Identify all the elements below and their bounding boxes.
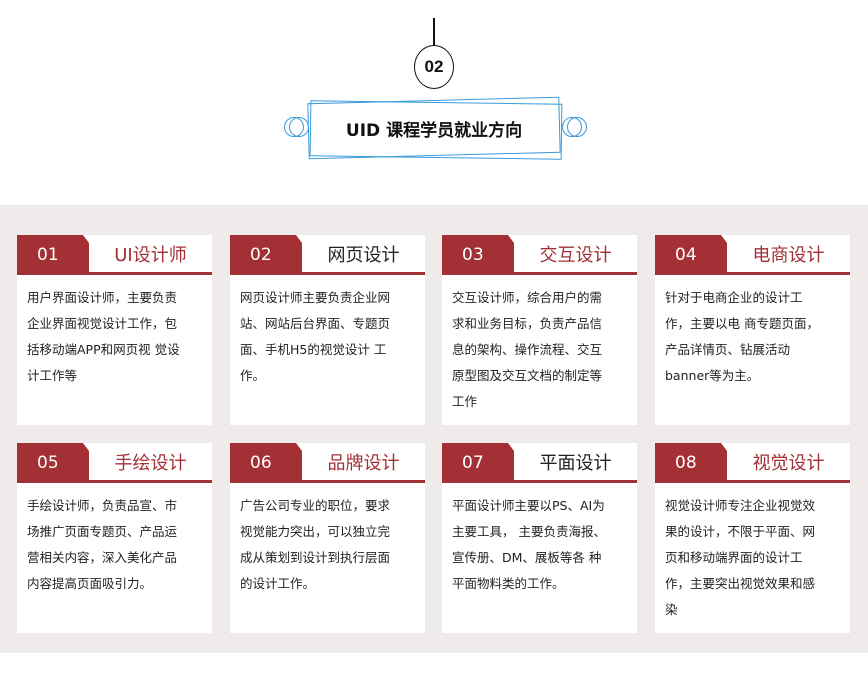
description-line: 企业界面视觉设计工作，包 xyxy=(27,316,178,331)
career-card: 06 品牌设计广告公司专业的职位，要求视觉能力突出，可以独立完成从策划到设计到执行… xyxy=(230,443,425,633)
card-header: 05 手绘设计 xyxy=(17,443,212,483)
section-number: 02 xyxy=(414,45,454,89)
description-line: 平面设计师主要以PS、AI为 xyxy=(452,498,605,513)
description-line: 面、手机H5的视觉设计 工 xyxy=(240,342,387,357)
description-line: 站、网站后台界面、专题页 xyxy=(240,316,391,331)
description-line: 染 xyxy=(665,602,678,617)
description-line: 工作 xyxy=(452,394,478,409)
description-line: 括移动端APP和网页视 觉设 xyxy=(27,342,180,357)
career-card: 04 电商设计针对于电商企业的设计工作，主要以电 商专题页面， 产品详情页、钻展活动… xyxy=(655,235,850,425)
description-line: 原型图及交互文档的制定等 xyxy=(452,368,603,383)
description-line: 场推广页面专题页、产品运 xyxy=(27,524,178,539)
description-line: 网页设计师主要负责企业网 xyxy=(240,290,391,305)
card-title: 平面设计 xyxy=(539,452,612,474)
description-line: 针对于电商企业的设计工 xyxy=(665,290,803,305)
description-line: 宣传册、DM、展板等各 种 xyxy=(452,550,602,565)
card-title: 手绘设计 xyxy=(114,452,187,474)
description-line: 主要工具， 主要负责海报、 xyxy=(452,524,606,539)
description-line: 计工作等 xyxy=(27,368,78,383)
card-number: 05 xyxy=(17,443,89,483)
card-title: 视觉设计 xyxy=(752,452,825,474)
description-line: 作。 xyxy=(240,368,266,383)
description-line: 果的设计，不限于平面、网 xyxy=(665,524,816,539)
card-title: 品牌设计 xyxy=(327,452,400,474)
description-line: 页和移动端界面的设计工 xyxy=(665,550,803,565)
card-description: 针对于电商企业的设计工作，主要以电 商专题页面， 产品详情页、钻展活动 banner… xyxy=(655,275,850,389)
card-title: 交互设计 xyxy=(539,244,612,266)
card-header: 04 电商设计 xyxy=(655,235,850,275)
card-number: 02 xyxy=(230,235,302,275)
card-number: 03 xyxy=(442,235,514,275)
description-line: 的设计工作。 xyxy=(240,576,316,591)
description-line: 平面物料类的工作。 xyxy=(452,576,565,591)
card-title: 电商设计 xyxy=(752,244,825,266)
ring-left-icon xyxy=(284,115,309,139)
card-header: 07 平面设计 xyxy=(442,443,637,483)
description-line: 用户界面设计师，主要负责 xyxy=(27,290,178,305)
description-line: 产品详情页、钻展活动 xyxy=(665,342,791,357)
description-line: 视觉能力突出，可以独立完 xyxy=(240,524,391,539)
card-number: 06 xyxy=(230,443,302,483)
card-description: 平面设计师主要以PS、AI为主要工具， 主要负责海报、宣传册、DM、展板等各 种… xyxy=(442,483,637,597)
section-title-banner: UID 课程学员就业方向 xyxy=(307,96,563,160)
description-line: 营相关内容，深入美化产品 xyxy=(27,550,178,565)
card-header: 08 视觉设计 xyxy=(655,443,850,483)
description-line: 作，主要突出视觉效果和感 xyxy=(665,576,816,591)
card-description: 视觉设计师专注企业视觉效果的设计，不限于平面、网页和移动端界面的设计工作，主要突… xyxy=(655,483,850,623)
card-header: 02 网页设计 xyxy=(230,235,425,275)
card-number: 07 xyxy=(442,443,514,483)
card-description: 手绘设计师，负责品宣、市场推广页面专题页、产品运营相关内容，深入美化产品内容提高… xyxy=(17,483,212,597)
career-card: 03 交互设计交互设计师，综合用户的需求和业务目标，负责产品信息的架构、操作流程、… xyxy=(442,235,637,425)
career-card: 02 网页设计网页设计师主要负责企业网站、网站后台界面、专题页面、手机H5的视觉设… xyxy=(230,235,425,425)
description-line: banner等为主。 xyxy=(665,368,760,383)
card-description: 交互设计师，综合用户的需求和业务目标，负责产品信息的架构、操作流程、交互原型图及… xyxy=(442,275,637,415)
description-line: 视觉设计师专注企业视觉效 xyxy=(665,498,816,513)
section-title: UID 课程学员就业方向 xyxy=(345,120,523,141)
card-description: 网页设计师主要负责企业网站、网站后台界面、专题页面、手机H5的视觉设计 工作。 xyxy=(230,275,425,389)
description-line: 作，主要以电 商专题页面， xyxy=(665,316,819,331)
card-header: 03 交互设计 xyxy=(442,235,637,275)
card-description: 用户界面设计师，主要负责企业界面视觉设计工作，包括移动端APP和网页视 觉设计工… xyxy=(17,275,212,389)
description-line: 成从策划到设计到执行层面 xyxy=(240,550,391,565)
description-line: 手绘设计师，负责品宣、市 xyxy=(27,498,178,513)
career-card: 08 视觉设计视觉设计师专注企业视觉效果的设计，不限于平面、网页和移动端界面的设计… xyxy=(655,443,850,633)
description-line: 交互设计师，综合用户的需 xyxy=(452,290,603,305)
career-card: 07 平面设计平面设计师主要以PS、AI为主要工具， 主要负责海报、宣传册、DM、… xyxy=(442,443,637,633)
connector-line xyxy=(433,18,435,46)
card-number: 01 xyxy=(17,235,89,275)
card-header: 01 UI设计师 xyxy=(17,235,212,275)
card-number: 04 xyxy=(655,235,727,275)
career-card: 01 UI设计师用户界面设计师，主要负责企业界面视觉设计工作，包括移动端APP和网… xyxy=(17,235,212,425)
card-number: 08 xyxy=(655,443,727,483)
card-title: 网页设计 xyxy=(327,244,400,266)
description-line: 内容提高页面吸引力。 xyxy=(27,576,153,591)
description-line: 求和业务目标，负责产品信 xyxy=(452,316,603,331)
career-card: 05 手绘设计手绘设计师，负责品宣、市场推广页面专题页、产品运营相关内容，深入美化… xyxy=(17,443,212,633)
description-line: 息的架构、操作流程、交互 xyxy=(452,342,603,357)
card-title: UI设计师 xyxy=(114,244,187,266)
description-line: 广告公司专业的职位，要求 xyxy=(240,498,391,513)
card-description: 广告公司专业的职位，要求视觉能力突出，可以独立完成从策划到设计到执行层面的设计工… xyxy=(230,483,425,597)
card-header: 06 品牌设计 xyxy=(230,443,425,483)
ring-right-icon xyxy=(562,115,587,139)
